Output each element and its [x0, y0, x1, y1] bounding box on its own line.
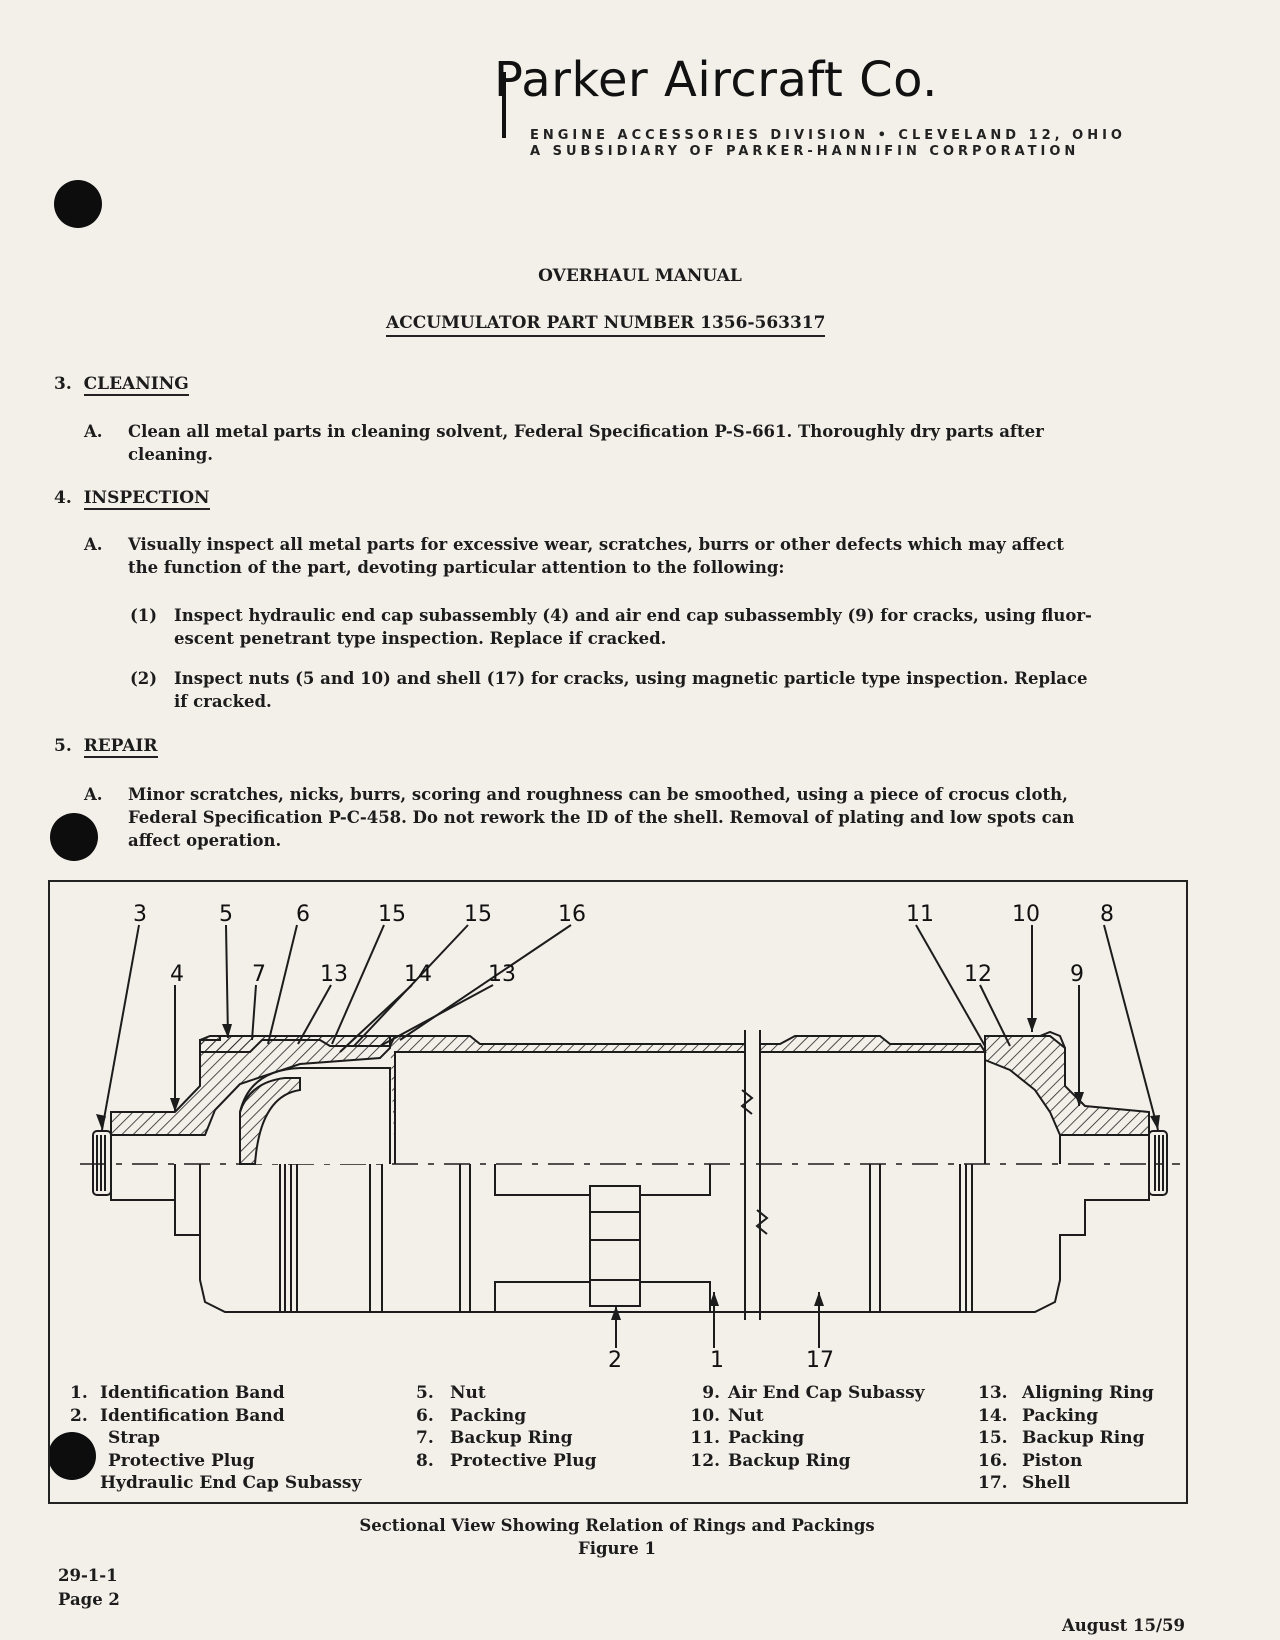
inspection-item-2-text: Inspect nuts (5 and 10) and shell (17) f… — [174, 667, 1088, 713]
legend-item: Protective Plug — [108, 1450, 255, 1471]
cleaning-item-a: A. — [84, 420, 103, 443]
legend-column-2: 5.Nut 6.Packing 7.Backup Ring 8.Protecti… — [416, 1382, 597, 1472]
document-date: August 15/59 — [1062, 1616, 1185, 1635]
figure-box — [48, 880, 1188, 1504]
figure-caption: Sectional View Showing Relation of Rings… — [359, 1516, 875, 1535]
logo-bar — [502, 72, 506, 138]
callout-2: 2 — [608, 1348, 622, 1373]
section-heading: INSPECTION — [83, 488, 210, 510]
text-line: Minor scratches, nicks, burrs, scoring a… — [128, 785, 1068, 804]
legend-column-3: 9.Air End Cap Subassy 10.Nut 11.Packing … — [676, 1382, 925, 1472]
section-heading: CLEANING — [83, 374, 189, 396]
callout-1: 1 — [710, 1348, 724, 1373]
manual-title: OVERHAUL MANUAL — [538, 266, 742, 286]
callout-15b: 15 — [464, 902, 492, 927]
subsidiary-line: A SUBSIDIARY OF PARKER-HANNIFIN CORPORAT… — [530, 144, 1080, 159]
callout-13b: 13 — [488, 962, 516, 987]
callout-13a: 13 — [320, 962, 348, 987]
inspection-item-1-text: Inspect hydraulic end cap subassembly (4… — [174, 604, 1092, 650]
binder-hole-top — [54, 180, 102, 228]
text-line: Inspect hydraulic end cap subassembly (4… — [174, 606, 1092, 625]
text-line: if cracked. — [174, 692, 272, 711]
text-line: affect operation. — [128, 831, 282, 850]
legend-column-1: 1.Identification Band 2.Identification B… — [70, 1382, 361, 1495]
callout-6: 6 — [296, 902, 310, 927]
part-title: ACCUMULATOR PART NUMBER 1356-563317 — [386, 313, 826, 337]
callout-17: 17 — [806, 1348, 834, 1373]
legend-item: 6.Packing — [416, 1405, 527, 1426]
text-line: Visually inspect all metal parts for exc… — [128, 535, 1065, 554]
legend-item: Hydraulic End Cap Subassy — [100, 1473, 362, 1493]
section-repair-heading: 5. REPAIR — [54, 736, 158, 758]
repair-item-a-text: Minor scratches, nicks, burrs, scoring a… — [128, 783, 1074, 852]
callout-14: 14 — [404, 962, 432, 987]
callout-3: 3 — [133, 902, 147, 927]
legend-item: 10.Nut — [690, 1405, 764, 1426]
legend-item: Strap — [108, 1428, 160, 1448]
legend-column-4: 13.Aligning Ring 14.Packing 15.Backup Ri… — [978, 1382, 1154, 1495]
callout-15a: 15 — [378, 902, 406, 927]
section-number: 3. — [54, 374, 72, 394]
legend-item: 7.Backup Ring — [416, 1428, 573, 1448]
callout-9: 9 — [1070, 962, 1084, 987]
inspection-item-2-label: (2) — [130, 669, 158, 688]
callout-16: 16 — [558, 902, 586, 927]
text-line: Clean all metal parts in cleaning solven… — [128, 422, 1044, 441]
text-line: Inspect nuts (5 and 10) and shell (17) f… — [174, 669, 1088, 688]
section-number: 4. — [54, 488, 72, 508]
legend-item: 8.Protective Plug — [416, 1450, 597, 1471]
section-inspection-heading: 4. INSPECTION — [54, 488, 210, 510]
inspection-item-a-label: A. — [84, 535, 103, 554]
callout-10: 10 — [1012, 902, 1040, 927]
callout-8: 8 — [1100, 902, 1114, 927]
callout-11: 11 — [906, 902, 934, 927]
callout-7: 7 — [252, 962, 266, 987]
page-number: Page 2 — [58, 1590, 120, 1609]
cleaning-item-a-text: Clean all metal parts in cleaning solven… — [128, 420, 1044, 466]
binder-hole-bottom — [48, 1432, 96, 1480]
legend-item: 11.Packing — [690, 1428, 805, 1448]
legend-item: 9.Air End Cap Subassy — [702, 1383, 925, 1403]
inspection-item-1-label: (1) — [130, 606, 158, 625]
section-heading: REPAIR — [83, 736, 158, 758]
division-line: ENGINE ACCESSORIES DIVISION • CLEVELAND … — [530, 128, 1126, 143]
legend-item: 2.Identification Band — [70, 1405, 285, 1426]
legend-item: 14.Packing — [978, 1405, 1099, 1426]
text-line: the function of the part, devoting parti… — [128, 558, 785, 577]
item-label: A. — [84, 422, 103, 441]
legend-item: 17.Shell — [978, 1473, 1071, 1493]
binder-hole-middle — [50, 813, 98, 861]
legend-item: 16.Piston — [978, 1450, 1083, 1471]
callout-5: 5 — [219, 902, 233, 927]
section-cleaning-heading: 3. CLEANING — [54, 374, 189, 396]
text-line: cleaning. — [128, 445, 214, 464]
inspection-item-a-text: Visually inspect all metal parts for exc… — [128, 533, 1064, 579]
callout-12: 12 — [964, 962, 992, 987]
legend-item: 1.Identification Band — [70, 1383, 285, 1403]
text-line: escent penetrant type inspection. Replac… — [174, 629, 667, 648]
legend-item: 5.Nut — [416, 1383, 486, 1403]
text-line: Federal Specification P-C-458. Do not re… — [128, 808, 1075, 827]
legend-item: 15.Backup Ring — [978, 1428, 1145, 1448]
repair-item-a-label: A. — [84, 785, 103, 804]
company-logo: Parker Aircraft Co. — [494, 52, 938, 108]
legend-item: 12.Backup Ring — [690, 1450, 851, 1471]
callout-4: 4 — [170, 962, 184, 987]
figure-label: Figure 1 — [578, 1539, 656, 1558]
legend-item: 13.Aligning Ring — [978, 1383, 1154, 1403]
document-number: 29-1-1 — [58, 1566, 118, 1585]
section-number: 5. — [54, 736, 72, 756]
